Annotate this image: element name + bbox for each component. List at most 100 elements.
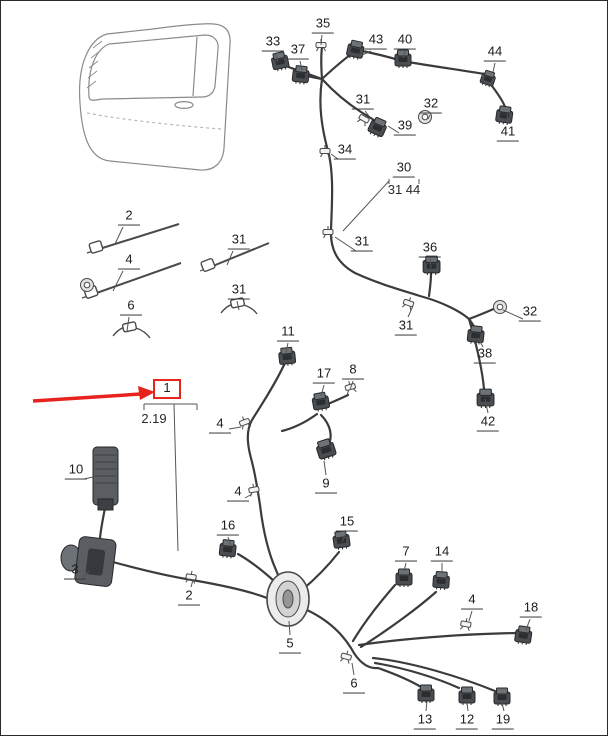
part-label-41[interactable]: 41 [496, 124, 520, 142]
part-label-18[interactable]: 18 [519, 600, 543, 618]
part-label-11[interactable]: 11 [277, 324, 299, 342]
leader-line [359, 50, 372, 57]
part-label-40[interactable]: 40 [393, 32, 417, 50]
part-label-1[interactable]: 1 [153, 379, 181, 399]
part-label-15[interactable]: 15 [335, 514, 359, 532]
part-label-3[interactable]: 3 [64, 562, 86, 580]
leader-line [112, 270, 124, 292]
leader-line [288, 620, 291, 636]
part-label-14[interactable]: 14 [430, 544, 454, 562]
part-label-39[interactable]: 39 [393, 118, 417, 136]
leader-line [236, 300, 240, 311]
leader-line [299, 60, 303, 71]
part-label-38[interactable]: 38 [473, 346, 497, 364]
part-label-4[interactable]: 4 [209, 416, 231, 434]
part-label-17[interactable]: 17 [312, 366, 336, 384]
leader-line [425, 700, 428, 712]
leader-line [402, 50, 406, 59]
leader-line [285, 342, 289, 353]
part-label-31-44: 31 44 [387, 182, 421, 198]
leader-line [320, 384, 325, 397]
leader-line [427, 114, 431, 120]
door-handle-drawing [174, 100, 194, 109]
leader-line [227, 536, 232, 547]
leader-line [492, 62, 496, 73]
leader-line [506, 113, 509, 124]
leader-line [190, 579, 194, 588]
leader-line [502, 309, 524, 320]
part-label-2[interactable]: 2 [178, 588, 200, 606]
leader-line [501, 702, 505, 712]
part-label-43[interactable]: 43 [364, 32, 388, 50]
leader-line [349, 380, 354, 391]
part-label-30[interactable]: 30 [392, 160, 416, 178]
part-label-32[interactable]: 32 [518, 304, 542, 322]
leader-line [226, 250, 234, 266]
leader-line [342, 180, 390, 232]
part-label-7[interactable]: 7 [395, 544, 417, 562]
leader-line [320, 34, 323, 46]
leader-line [126, 316, 130, 332]
leader-line [274, 52, 279, 63]
grommet-5-drawing [266, 571, 310, 627]
part-label-6[interactable]: 6 [343, 676, 365, 694]
leader-line [173, 403, 179, 552]
part-label-31[interactable]: 31 [227, 232, 251, 250]
part-label-16[interactable]: 16 [216, 518, 240, 536]
highlight-arrow-head [138, 386, 155, 400]
leader-line [477, 337, 484, 348]
part-label-31[interactable]: 31 [394, 318, 418, 336]
part-label-10[interactable]: 10 [64, 462, 88, 480]
highlight-arrow-shaft [32, 392, 142, 403]
part-label-35[interactable]: 35 [311, 16, 335, 34]
part-label-4[interactable]: 4 [118, 252, 140, 270]
part-label-2-19: 2.19 [141, 411, 167, 427]
leader-line [466, 702, 469, 712]
leader-line [468, 610, 473, 622]
part-label-4[interactable]: 4 [227, 484, 249, 502]
part-label-36[interactable]: 36 [418, 240, 442, 258]
part-label-5[interactable]: 5 [279, 636, 301, 654]
leader-line [429, 258, 432, 269]
leader-line [403, 562, 407, 572]
leader-line [244, 493, 253, 499]
leader-line [341, 532, 347, 543]
part-label-12[interactable]: 12 [455, 712, 479, 730]
leader-line [114, 226, 124, 245]
part-label-9[interactable]: 9 [315, 476, 337, 494]
leader-line [228, 426, 242, 430]
leader-line [387, 125, 400, 134]
part-label-37[interactable]: 37 [286, 42, 310, 60]
leader-line [323, 460, 327, 476]
leader-line [407, 305, 414, 318]
part-label-8[interactable]: 8 [342, 362, 364, 380]
leader-line [351, 662, 355, 676]
leader-line [81, 570, 90, 580]
part-label-32[interactable]: 32 [419, 96, 443, 114]
part-label-34[interactable]: 34 [333, 142, 357, 160]
part-label-2[interactable]: 2 [118, 208, 140, 226]
leader-line [484, 398, 489, 414]
leader-line [330, 153, 339, 160]
part-label-31[interactable]: 31 [350, 234, 374, 252]
door-drawing [78, 23, 231, 171]
leader-line [364, 110, 370, 117]
part-label-13[interactable]: 13 [413, 712, 437, 730]
part-label-31[interactable]: 31 [351, 92, 375, 110]
part-label-33[interactable]: 33 [261, 34, 285, 52]
connector-3-drawing [60, 536, 117, 587]
part-label-42[interactable]: 42 [476, 414, 500, 432]
part-label-31[interactable]: 31 [227, 282, 251, 300]
part-label-4[interactable]: 4 [461, 592, 483, 610]
leader-line [525, 618, 531, 631]
leader-line [334, 236, 357, 252]
part-label-19[interactable]: 19 [491, 712, 515, 730]
part-label-44[interactable]: 44 [483, 44, 507, 62]
clip-6-drawing [112, 321, 151, 339]
part-label-6[interactable]: 6 [120, 298, 142, 316]
connector-10-drawing [92, 446, 119, 511]
